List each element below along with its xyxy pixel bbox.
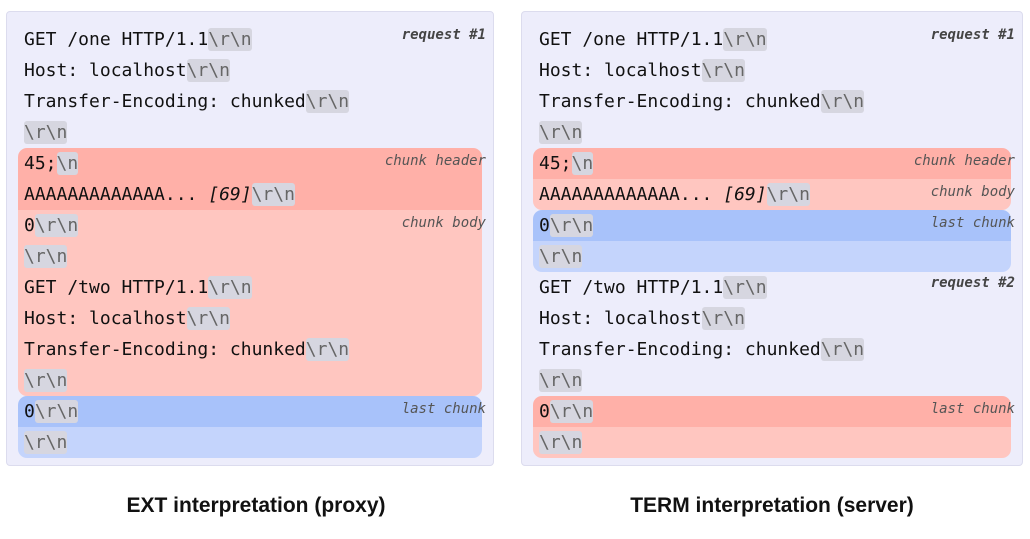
blank-line: \r\n <box>24 121 68 144</box>
chunk-header-tag: chunk header <box>384 153 486 169</box>
term-interpretation-caption: TERM interpretation (server) <box>630 494 914 517</box>
last-chunk-size-line: 0\r\n <box>24 400 79 423</box>
last-chunk-tag: last chunk <box>930 215 1015 231</box>
last-chunk-tag: last chunk <box>930 401 1015 417</box>
chunk-header-tag: chunk header <box>913 153 1015 169</box>
blank-line: \r\n <box>539 245 583 268</box>
chunk-data-line: AAAAAAAAAAAAA... [69]\r\n <box>24 183 295 206</box>
final-crlf-line: \r\n <box>539 431 583 454</box>
last-chunk-block <box>18 396 482 427</box>
ext-interpretation-caption: EXT interpretation (proxy) <box>126 494 386 517</box>
transfer-encoding-line: Transfer-Encoding: chunked\r\n <box>539 90 865 113</box>
ext-interpretation-panel: GET /one HTTP/1.1\r\n Host: localhost\r\… <box>6 11 494 466</box>
request-1-tag: request #1 <box>930 27 1015 43</box>
chunk-header-block-data <box>18 179 482 210</box>
request-1-tag: request #1 <box>401 27 486 43</box>
host-header-line: Host: localhost\r\n <box>539 59 745 82</box>
request-2-terminator-block <box>533 427 1011 458</box>
chunk-size-line: 45;\n <box>24 152 79 175</box>
blank-line: \r\n <box>539 369 583 392</box>
request-2-tag: request #2 <box>930 275 1015 291</box>
request-2-last-chunk-block <box>533 396 1011 427</box>
chunk-size-line: 45;\n <box>539 152 594 175</box>
chunk-header-block <box>533 148 1011 179</box>
chunk-header-block <box>18 148 482 179</box>
last-chunk-terminator-block <box>533 241 1011 272</box>
request-line: GET /two HTTP/1.1\r\n <box>24 276 252 299</box>
chunk-body-block <box>18 210 482 396</box>
last-chunk-terminator-block <box>18 427 482 458</box>
request-line: GET /two HTTP/1.1\r\n <box>539 276 767 299</box>
zero-line: 0\r\n <box>539 214 594 237</box>
chunk-data-line: AAAAAAAAAAAAA... [69]\r\n <box>539 183 810 206</box>
host-header-line: Host: localhost\r\n <box>539 307 745 330</box>
transfer-encoding-line: Transfer-Encoding: chunked\r\n <box>24 338 350 361</box>
transfer-encoding-line: Transfer-Encoding: chunked\r\n <box>24 90 350 113</box>
blank-line: \r\n <box>539 121 583 144</box>
final-crlf-line: \r\n <box>24 431 68 454</box>
request-line: GET /one HTTP/1.1\r\n <box>539 28 767 51</box>
zero-line: 0\r\n <box>24 214 79 237</box>
blank-line: \r\n <box>24 245 68 268</box>
blank-line: \r\n <box>24 369 68 392</box>
last-chunk-block <box>533 210 1011 241</box>
chunk-body-tag: chunk body <box>401 215 486 231</box>
last-chunk-size-line: 0\r\n <box>539 400 594 423</box>
request-line: GET /one HTTP/1.1\r\n <box>24 28 252 51</box>
host-header-line: Host: localhost\r\n <box>24 59 230 82</box>
term-interpretation-panel: GET /one HTTP/1.1\r\n Host: localhost\r\… <box>521 11 1023 466</box>
host-header-line: Host: localhost\r\n <box>24 307 230 330</box>
last-chunk-tag: last chunk <box>401 401 486 417</box>
transfer-encoding-line: Transfer-Encoding: chunked\r\n <box>539 338 865 361</box>
chunk-body-tag: chunk body <box>930 184 1015 200</box>
